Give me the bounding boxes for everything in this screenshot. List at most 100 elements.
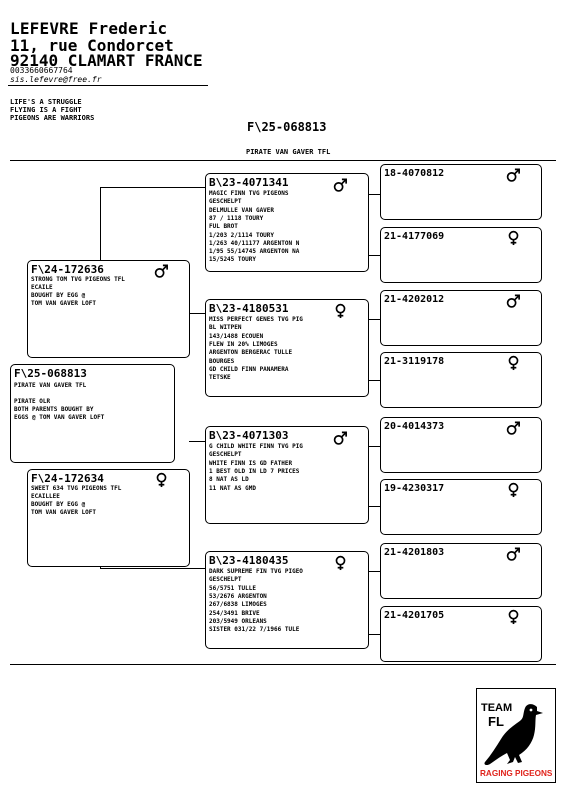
great-grandparent-box: 21-4177069	[380, 227, 542, 283]
grandparent-info: 8 NAT AS LD	[209, 476, 249, 484]
connector	[368, 506, 380, 507]
grandparent-info: 87 / 1118 TOURY	[209, 214, 264, 222]
sire-ring: F\24-172636	[31, 263, 104, 276]
grandparent-info: ARGENTON BERGERAC TULLE	[209, 349, 293, 357]
grandparent-info: DARK SUPREME FIN TVG PIGEO	[209, 568, 303, 575]
dam-info: SWEET 634 TVG PIGEONS TFL	[31, 485, 122, 492]
grandparent-info: 1 BEST OLD IN LD 7 PRICES	[209, 467, 300, 475]
pigeon-ring-title: F\25-068813	[247, 120, 327, 134]
grandparent-ring: B\23-4180531	[209, 302, 289, 315]
great-grandparent-box: 21-4201803	[380, 543, 542, 599]
male-icon	[333, 431, 347, 445]
pigeon-name-title: PIRATE VAN GAVER TFL	[246, 148, 331, 156]
main-pigeon-info: BOTH PARENTS BOUGHT BY	[14, 406, 94, 413]
great-grandparent-ring: 21-4201705	[384, 610, 445, 621]
grandparent-info: SISTER 031/22 7/1966 TULE	[209, 626, 300, 634]
dam-info: BOUGHT BY EGG @	[31, 501, 86, 508]
great-grandparent-box: 19-4230317	[380, 479, 542, 535]
great-grandparent-ring: 21-4202012	[384, 294, 445, 305]
female-icon	[508, 609, 519, 625]
grandparent-box: B\23-4180435 DARK SUPREME FIN TVG PIGEO …	[205, 551, 369, 649]
male-icon	[506, 294, 520, 308]
grandparent-info: FUL BROT	[209, 223, 238, 231]
connector	[368, 571, 380, 572]
female-icon	[335, 303, 346, 319]
connector	[368, 380, 380, 381]
grandparent-info: BOURGES	[209, 357, 235, 365]
connector	[100, 187, 205, 188]
female-icon	[508, 355, 519, 371]
grandparent-info: 53/2676 ARGENTON	[209, 592, 267, 600]
owner-divider	[8, 85, 208, 86]
team-logo: TEAM FL RAGING PIGEONS	[476, 688, 556, 783]
connector	[368, 319, 380, 320]
sire-info: TOM VAN GAVER LOFT	[31, 300, 97, 307]
sire-info: STRONG TOM TVG PIGEONS TFL	[31, 276, 125, 283]
connector	[189, 313, 205, 314]
grandparent-info: 1/95 55/14745 ARGENTON NA	[209, 248, 300, 256]
female-icon	[335, 555, 346, 571]
grandparent-info: GD CHILD FINN PANAMERA	[209, 365, 289, 373]
sire-info: BOUGHT BY EGG @	[31, 292, 86, 299]
logo-team-text: TEAM	[481, 702, 512, 714]
grandparent-info: DELMULLE VAN GAVER	[209, 206, 275, 214]
connector	[368, 255, 380, 256]
main-pigeon-info: PIRATE VAN GAVER TFL	[14, 382, 87, 389]
owner-name: LEFEVRE Frederic	[10, 19, 168, 38]
grandparent-info: G CHILD WHITE FINN TVG PIG	[209, 443, 303, 450]
grandparent-info: BL WITPEN	[209, 324, 242, 332]
grandparent-info: 56/5751 TULLE	[209, 584, 256, 592]
male-icon	[333, 178, 347, 192]
grandparent-info: GESCHELPT	[209, 451, 242, 459]
grandparent-info: 143/1488 ECOUEN	[209, 332, 264, 340]
owner-phone: 0033660667764	[10, 66, 73, 75]
female-icon	[156, 472, 167, 488]
great-grandparent-ring: 21-3119178	[384, 356, 445, 367]
male-icon	[506, 421, 520, 435]
grandparent-info: FLEW IN 20% LIMOGES	[209, 340, 278, 348]
grandparent-info: MAGIC FINN TVG PIGEONS	[209, 190, 289, 197]
main-pigeon-info: EGGS @ TOM VAN GAVER LOFT	[14, 414, 105, 421]
dam-ring: F\24-172634	[31, 472, 104, 485]
motto-line: LIFE'S A STRUGGLE	[10, 98, 82, 106]
grandparent-info: 15/5245 TOURY	[209, 256, 256, 264]
logo-fl-text: FL	[488, 714, 504, 729]
grandparent-ring: B\23-4071341	[209, 176, 289, 189]
great-grandparent-box: 18-4070812	[380, 164, 542, 220]
grandparent-info: 11 NAT AS GMD	[209, 484, 256, 492]
male-icon	[506, 547, 520, 561]
dam-info: ECAILLEE	[31, 493, 60, 500]
dam-box: F\24-172634 SWEET 634 TVG PIGEONS TFL EC…	[27, 469, 190, 567]
female-icon	[508, 482, 519, 498]
grandparent-box: B\23-4071303 G CHILD WHITE FINN TVG PIG …	[205, 426, 369, 524]
grandparent-info: 203/5949 ORLEANS	[209, 617, 267, 625]
male-icon	[154, 264, 168, 278]
grandparent-info: 1/203 2/1114 TOURY	[209, 231, 275, 239]
logo-raging-pigeons-text: RAGING PIGEONS	[480, 769, 553, 778]
great-grandparent-ring: 19-4230317	[384, 483, 445, 494]
connector	[368, 634, 380, 635]
grandparent-info: 1/263 40/11177 ARGENTON N	[209, 239, 300, 247]
connector	[368, 446, 380, 447]
grandparent-info: GESCHELPT	[209, 576, 242, 584]
grandparent-info: 254/3491 BRIVE	[209, 609, 260, 617]
connector	[100, 568, 205, 569]
main-pigeon-box: F\25-068813 PIRATE VAN GAVER TFL PIRATE …	[10, 364, 175, 463]
connector	[189, 441, 205, 442]
grandparent-info: GESCHELPT	[209, 198, 242, 206]
sire-box: F\24-172636 STRONG TOM TVG PIGEONS TFL E…	[27, 260, 190, 358]
great-grandparent-box: 21-4201705	[380, 606, 542, 662]
great-grandparent-ring: 21-4201803	[384, 547, 445, 558]
great-grandparent-box: 21-3119178	[380, 352, 542, 408]
connector	[368, 194, 380, 195]
motto-line: PIGEONS ARE WARRIORS	[10, 114, 95, 122]
sire-info: ECAILE	[31, 284, 53, 291]
great-grandparent-ring: 20-4014373	[384, 421, 445, 432]
main-pigeon-ring: F\25-068813	[14, 367, 87, 380]
grandparent-info: WHITE FINN IS GD FATHER	[209, 459, 293, 467]
owner-street: 11, rue Condorcet	[10, 36, 174, 55]
owner-email: sis.lefevre@free.fr	[10, 75, 102, 84]
female-icon	[508, 230, 519, 246]
grandparent-info: 267/6838 LIMOGES	[209, 601, 267, 609]
grandparent-info: MISS PERFECT GENES TVG PIG	[209, 316, 303, 323]
